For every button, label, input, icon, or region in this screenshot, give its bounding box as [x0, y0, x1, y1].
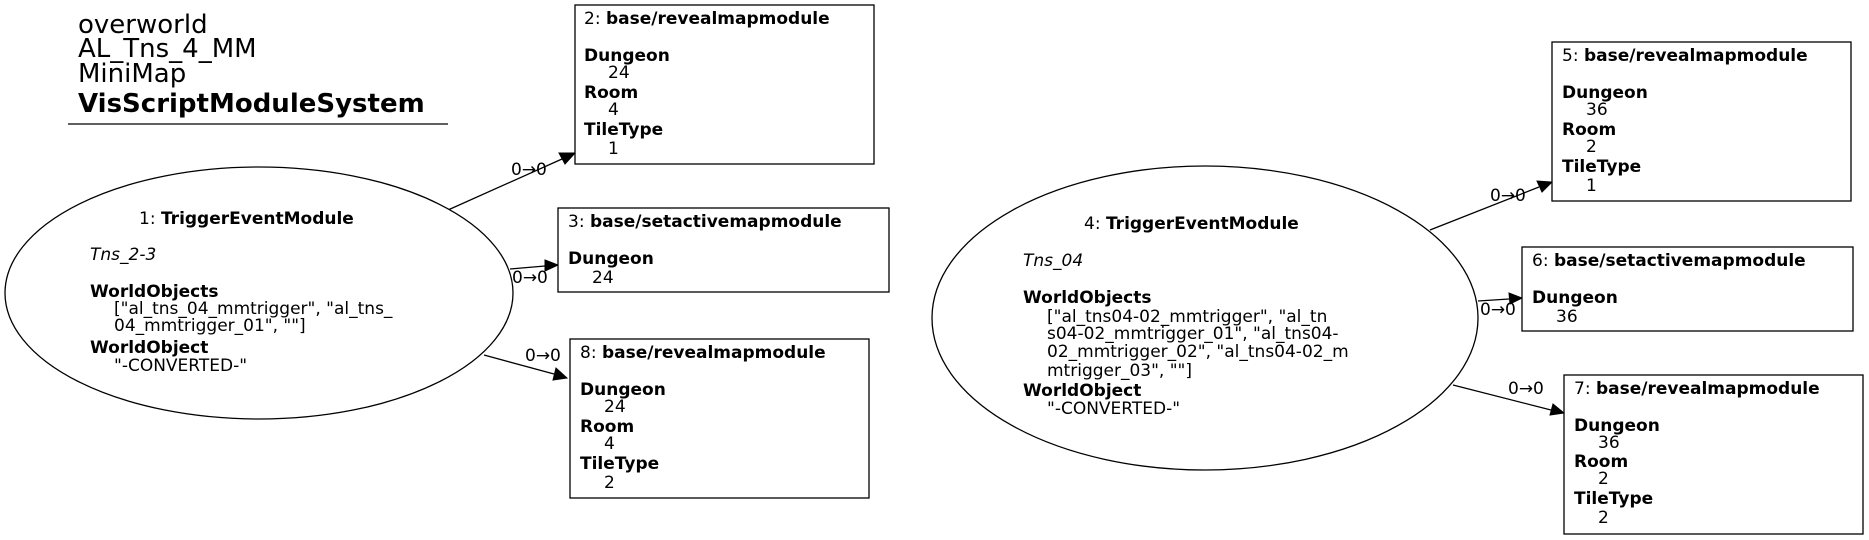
node-1-trigger-event-module[interactable]: 1: TriggerEventModule Tns_2-3 WorldObjec… — [4, 166, 514, 420]
prop-value: 36 — [1598, 433, 1620, 453]
node-ellipse — [4, 166, 514, 420]
prop-value: 2 — [1598, 469, 1609, 489]
prop-key: Dungeon — [568, 249, 654, 269]
prop-key: TileType — [1574, 489, 1653, 509]
header-line-world: overworld — [78, 10, 208, 40]
edge-4-6: 0→0 — [1477, 292, 1524, 320]
prop-key: WorldObject — [1023, 381, 1141, 401]
prop-value: 02_mmtrigger_02", "al_tns04-02_m — [1047, 342, 1349, 362]
edge-line — [1429, 186, 1540, 231]
edge-4-7: 0→0 — [1452, 379, 1566, 416]
prop-value: 1 — [608, 139, 619, 159]
node-subtitle: Tns_2-3 — [90, 245, 156, 265]
prop-value: 4 — [608, 100, 619, 120]
node-box — [557, 207, 890, 293]
arrow-head — [558, 152, 577, 165]
node-title: 4: TriggerEventModule — [1084, 214, 1299, 234]
edge-1-8: 0→0 — [483, 346, 569, 381]
edge-label: 0→0 — [512, 268, 548, 288]
edge-label: 0→0 — [1508, 379, 1544, 399]
prop-value: 36 — [1556, 307, 1578, 327]
prop-value: 24 — [608, 63, 630, 83]
prop-value: ["al_tns_04_mmtrigger", "al_tns_ — [114, 299, 393, 319]
prop-key: Dungeon — [1574, 416, 1660, 436]
header-line-module: MiniMap — [78, 59, 186, 89]
edge-line — [1477, 298, 1510, 302]
prop-key: Dungeon — [1562, 83, 1648, 103]
prop-value: 4 — [604, 434, 615, 454]
edge-1-2: 0→0 — [447, 152, 577, 211]
prop-value: ["al_tns04-02_mmtrigger", "al_tn — [1047, 307, 1327, 327]
edge-label: 0→0 — [1480, 300, 1516, 320]
edge-label: 0→0 — [511, 160, 547, 180]
prop-value: 24 — [604, 397, 626, 417]
prop-value: 24 — [592, 268, 614, 288]
edge-line — [447, 158, 563, 211]
arrow-head — [1536, 180, 1554, 193]
node-2-revealmap-module[interactable]: 2: base/revealmapmodule Dungeon 24 Room … — [574, 4, 875, 165]
node-title: 6: base/setactivemapmodule — [1532, 251, 1806, 271]
graph-header: overworld AL_Tns_4_MM MiniMap VisScriptM… — [68, 10, 448, 125]
prop-value: mtrigger_03", ""] — [1047, 361, 1192, 381]
node-title: 5: base/revealmapmodule — [1562, 46, 1808, 66]
prop-value: s04-02_mmtrigger_01", "al_tns04- — [1047, 324, 1339, 344]
node-box — [1563, 374, 1864, 535]
node-title: 2: base/revealmapmodule — [584, 9, 830, 29]
prop-key: WorldObjects — [90, 282, 219, 302]
node-5-revealmap-module[interactable]: 5: base/revealmapmodule Dungeon 36 Room … — [1551, 41, 1852, 202]
prop-value: 2 — [1598, 508, 1609, 528]
prop-key: Room — [584, 83, 638, 103]
prop-key: TileType — [584, 120, 663, 140]
node-7-revealmap-module[interactable]: 7: base/revealmapmodule Dungeon 36 Room … — [1563, 374, 1864, 535]
node-title: 7: base/revealmapmodule — [1574, 379, 1820, 399]
node-title: 1: TriggerEventModule — [139, 209, 354, 229]
prop-key: WorldObjects — [1023, 288, 1152, 308]
edge-1-3: 0→0 — [509, 259, 560, 288]
prop-value: 2 — [1586, 137, 1597, 157]
node-box — [1551, 41, 1852, 202]
prop-key: Room — [580, 417, 634, 437]
prop-value: 36 — [1586, 100, 1608, 120]
node-title: 3: base/setactivemapmodule — [568, 212, 842, 232]
edge-line — [509, 265, 546, 270]
node-box — [574, 4, 875, 165]
node-3-setactivemap-module[interactable]: 3: base/setactivemapmodule Dungeon 24 — [557, 207, 890, 293]
prop-key: Dungeon — [580, 380, 666, 400]
node-ellipse — [931, 165, 1479, 471]
prop-value: "-CONVERTED-" — [1047, 399, 1180, 419]
arrow-head — [552, 367, 569, 381]
prop-key: Dungeon — [584, 46, 670, 66]
prop-value: 1 — [1586, 176, 1597, 196]
prop-key: TileType — [580, 454, 659, 474]
node-box — [569, 338, 870, 499]
node-4-trigger-event-module[interactable]: 4: TriggerEventModule Tns_04 WorldObject… — [931, 165, 1479, 471]
prop-value: 2 — [604, 473, 615, 493]
edge-4-5: 0→0 — [1429, 180, 1554, 231]
node-8-revealmap-module[interactable]: 8: base/revealmapmodule Dungeon 24 Room … — [569, 338, 870, 499]
arrow-head — [1508, 292, 1524, 305]
node-box — [1521, 246, 1854, 332]
edge-label: 0→0 — [525, 346, 561, 366]
prop-key: TileType — [1562, 157, 1641, 177]
header-system: VisScriptModuleSystem — [78, 89, 425, 119]
edge-line — [1452, 384, 1552, 411]
arrow-head — [1549, 403, 1566, 416]
prop-key: Room — [1562, 120, 1616, 140]
prop-value: 04_mmtrigger_01", ""] — [114, 316, 306, 336]
node-title: 8: base/revealmapmodule — [580, 343, 826, 363]
prop-key: WorldObject — [90, 338, 208, 358]
prop-key: Dungeon — [1532, 288, 1618, 308]
edge-label: 0→0 — [1490, 186, 1526, 206]
node-subtitle: Tns_04 — [1023, 251, 1083, 271]
arrow-head — [544, 259, 560, 272]
header-line-map: AL_Tns_4_MM — [78, 34, 257, 64]
edge-line — [483, 354, 555, 375]
prop-value: "-CONVERTED-" — [114, 356, 247, 376]
node-6-setactivemap-module[interactable]: 6: base/setactivemapmodule Dungeon 36 — [1521, 246, 1854, 332]
prop-key: Room — [1574, 452, 1628, 472]
